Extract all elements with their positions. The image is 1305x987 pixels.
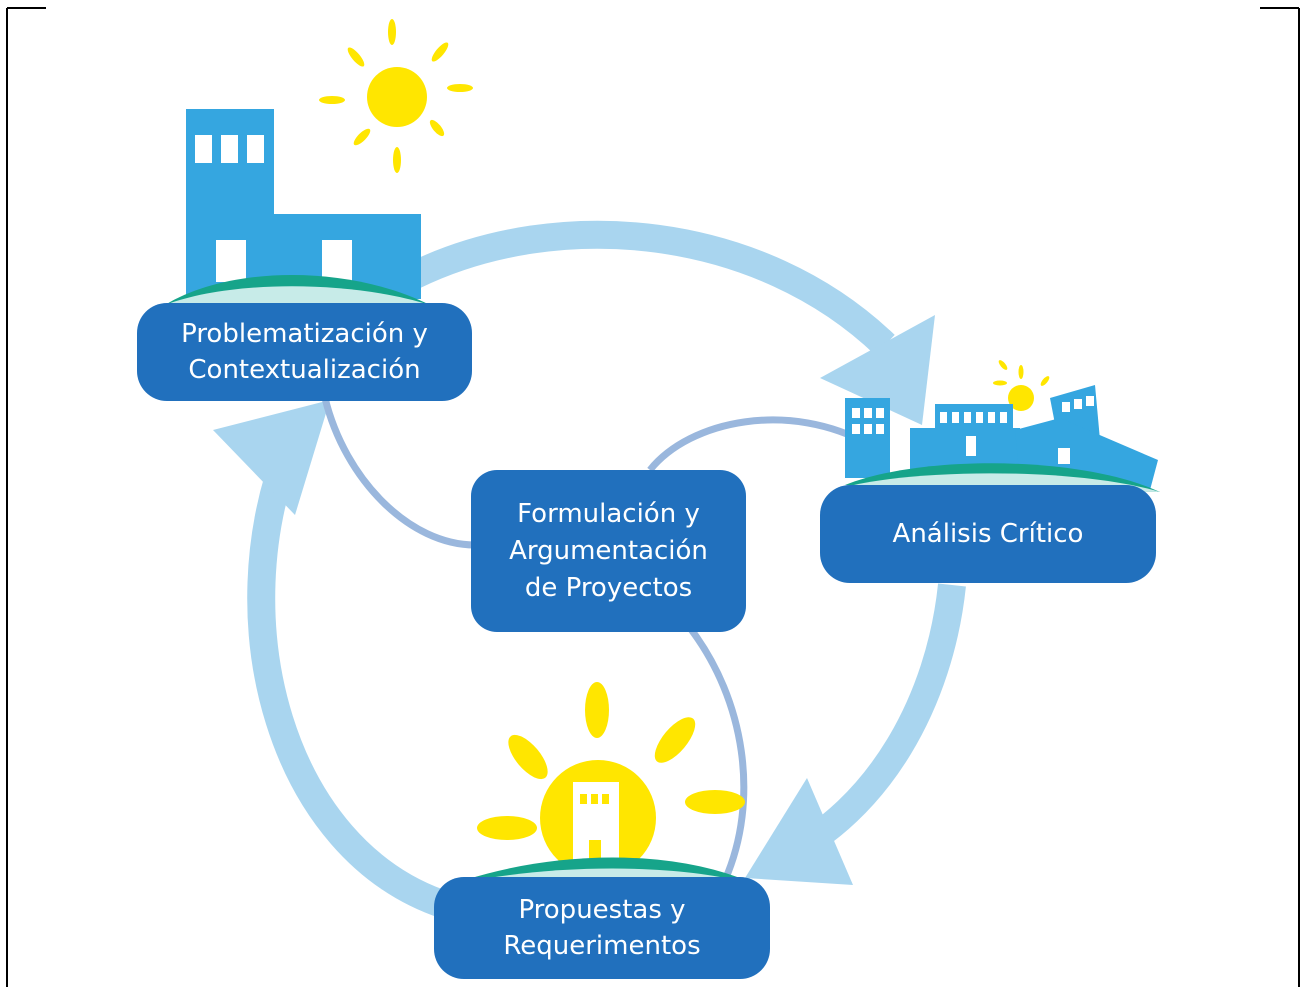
node-problematizacion: Problematización y Contextualización [137, 303, 472, 401]
sun-building-icon [465, 682, 745, 882]
arrowhead-left [213, 400, 330, 515]
cycle-arrowheads [213, 315, 935, 885]
connector-left [321, 397, 476, 549]
node-label-line: Requerimentos [503, 931, 701, 961]
node-label-line: Contextualización [188, 355, 421, 385]
connector-bottom [687, 625, 748, 882]
sun-icon [319, 19, 473, 173]
building-icon [186, 109, 421, 299]
small-sun-icon [993, 360, 1050, 411]
connector-top-right [647, 416, 872, 473]
cycle-arrow-left [247, 439, 450, 919]
hill-icon [165, 275, 430, 305]
node-label-line: Problematización y [181, 319, 428, 349]
node-label-line: Argumentación [509, 535, 708, 566]
arrowhead-right [745, 778, 853, 885]
connector-lines [321, 397, 872, 882]
frame-border [6, 7, 1300, 987]
node-label-line: de Proyectos [524, 572, 693, 603]
node-label-line: Propuestas y [518, 895, 686, 925]
cycle-arrow-top [408, 220, 895, 356]
node-label-line: Análisis Crítico [892, 519, 1084, 549]
arrowhead-top [820, 315, 935, 425]
node-label-line: Formulación y [517, 498, 700, 529]
node-formulacion: Formulación y Argumentación de Proyectos [471, 470, 746, 632]
node-analisis-critico: Análisis Crítico [820, 485, 1156, 583]
city-skyline-icon [845, 360, 1160, 492]
node-propuestas: Propuestas y Requerimentos [434, 877, 770, 979]
